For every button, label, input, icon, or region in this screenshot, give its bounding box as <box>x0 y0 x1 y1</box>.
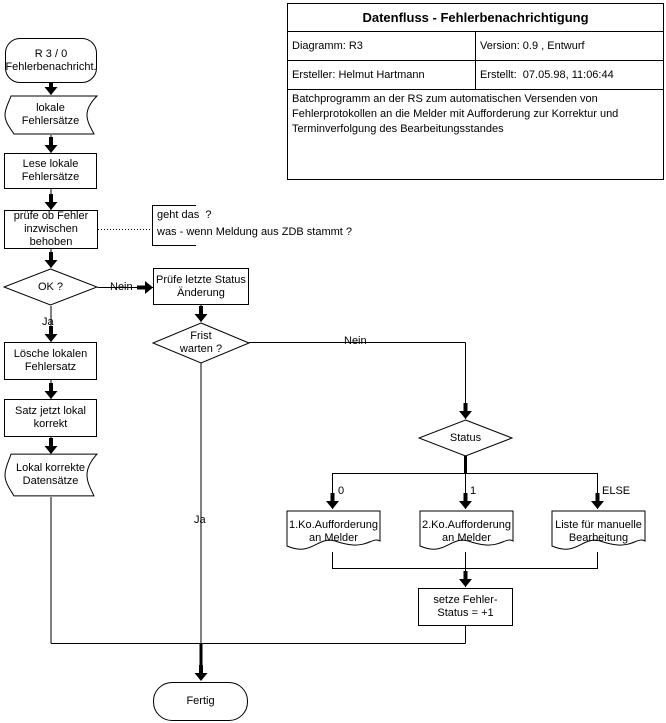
edge-label-branch-1: 1 <box>470 485 477 497</box>
document-shape <box>286 510 381 554</box>
node-label: Fertig <box>186 695 215 707</box>
document-liste-manuelle-bearbeitung: Liste für manuelle Bearbeitung <box>551 510 646 554</box>
node-label: Status <box>449 431 482 444</box>
edge-label-ja-ok: Ja <box>42 316 54 328</box>
process-pruefe-behoben: prüfe ob Fehler inzwischen behoben <box>4 210 98 249</box>
node-label: lokale Fehlersätze <box>21 102 80 127</box>
process-pruefe-letzte-status: Prüfe letzte Status Änderung <box>153 268 249 305</box>
datastore-lokale-fehlersaetze: lokale Fehlersätze <box>2 95 99 135</box>
node-label: OK ? <box>37 280 64 293</box>
document-1ko-aufforderung: 1.Ko.Aufforderung an Melder <box>286 510 381 554</box>
diamond-shape <box>3 268 98 306</box>
annotation-note: geht das ? was - wenn Meldung aus ZDB st… <box>157 209 353 238</box>
diamond-shape <box>152 322 250 364</box>
decision-frist-warten: Frist warten ? <box>152 322 250 364</box>
title-block: Datenfluss - Fehlerbenachrichtigung Diag… <box>287 3 664 180</box>
edge-label-nein-ok: Nein <box>110 281 133 293</box>
diagram-title: Datenfluss - Fehlerbenachrichtigung <box>288 4 663 32</box>
created-cell: Erstellt: 07.05.98, 11:06:44 <box>480 69 614 81</box>
process-lese-lokale-fehlersaetze: Lese lokale Fehlersätze <box>4 153 97 189</box>
diamond-shape <box>418 419 513 457</box>
document-2ko-aufforderung: 2.Ko.Aufforderung an Melder <box>419 510 514 554</box>
version-cell: Version: 0.9 , Entwurf <box>480 40 585 52</box>
datastore-lokal-korrekte-datensaetze: Lokal korrekte Datensätze <box>2 453 99 497</box>
process-loesche-fehlersatz: Lösche lokalen Fehlersatz <box>4 342 97 380</box>
node-label: prüfe ob Fehler inzwischen behoben <box>13 210 89 248</box>
node-label: setze Fehler- Status = +1 <box>433 594 498 619</box>
edge-label-branch-0: 0 <box>338 485 345 497</box>
terminator-start: R 3 / 0 Fehlerbenachricht. <box>5 38 97 83</box>
document-shape <box>551 510 646 554</box>
annotation-bracket <box>152 205 196 246</box>
description-cell: Batchprogramm an der RS zum automatische… <box>292 93 619 135</box>
process-satz-korrekt: Satz jetzt lokal korrekt <box>4 399 97 437</box>
node-label: R 3 / 0 Fehlerbenachricht. <box>5 47 97 73</box>
diagram-id-cell: Diagramm: R3 <box>288 32 476 60</box>
node-label: 2.Ko.Aufforderung an Melder <box>421 519 512 544</box>
flow-edges-thick <box>199 456 467 670</box>
node-label: Prüfe letzte Status Änderung <box>156 273 246 299</box>
terminator-fertig: Fertig <box>153 682 248 721</box>
node-label: 1.Ko.Aufforderung an Melder <box>288 519 379 544</box>
title-block-row-2: Ersteller: Helmut Hartmann Erstellt: 07.… <box>288 61 663 90</box>
node-label: Frist warten ? <box>179 330 223 355</box>
stored-data-shape <box>2 95 99 135</box>
node-label: Lokal korrekte Datensätze <box>15 462 86 487</box>
edge-label-ja-frist: Ja <box>194 514 206 526</box>
node-label: Lese lokale Fehlersätze <box>21 158 80 183</box>
node-label: Satz jetzt lokal korrekt <box>15 405 86 430</box>
title-block-row-1: Diagramm: R3 Version: 0.9 , Entwurf <box>288 32 663 61</box>
author-cell: Ersteller: Helmut Hartmann <box>288 61 476 89</box>
edge-label-branch-else: ELSE <box>602 485 631 497</box>
stored-data-shape <box>2 453 99 497</box>
decision-ok: OK ? <box>3 268 98 306</box>
node-label: Lösche lokalen Fehlersatz <box>13 348 88 373</box>
document-shape <box>419 510 514 554</box>
edge-label-nein-frist: Nein <box>344 335 367 347</box>
node-label: Liste für manuelle Bearbeitung <box>555 519 642 544</box>
process-setze-fehler-status: setze Fehler- Status = +1 <box>418 588 513 626</box>
decision-status: Status <box>418 419 513 457</box>
